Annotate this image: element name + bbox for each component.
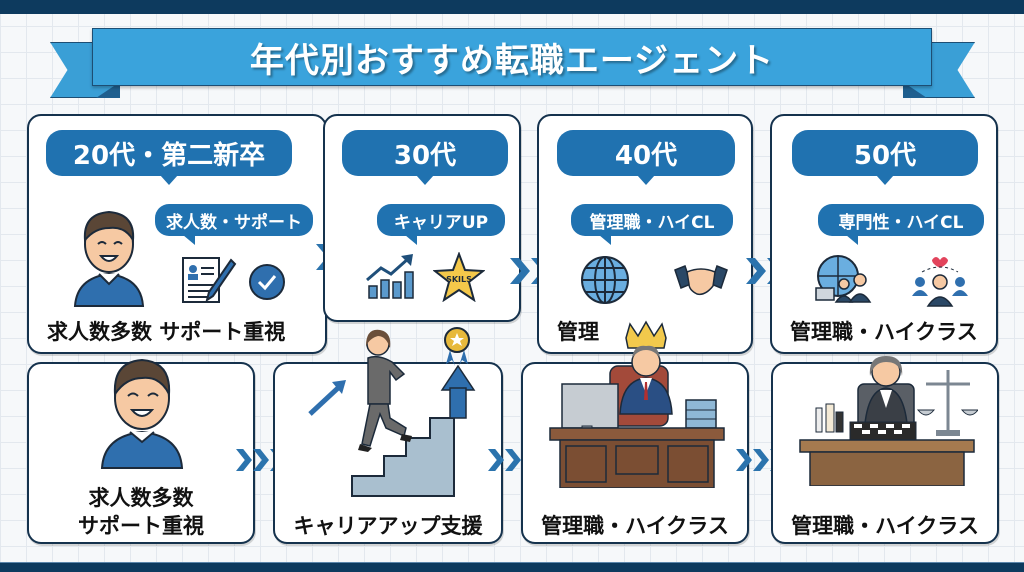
title-ribbon: 年代別おすすめ転職エージェント	[92, 28, 932, 86]
card-30s-top: 30代 キャリアUP SKILS	[323, 114, 521, 322]
star-label: SKILS	[446, 275, 472, 284]
executive-with-crown-icon	[549, 320, 725, 488]
tag-text: 求人数・サポート	[166, 212, 302, 233]
age-label-40s: 40代	[557, 130, 735, 185]
bottom-footer-bar	[0, 562, 1024, 572]
handshake-icon	[674, 265, 728, 296]
tag-text: 管理職・ハイCL	[589, 212, 715, 233]
growth-chart-icon	[366, 254, 414, 299]
skills-star-icon: SKILS	[433, 252, 485, 302]
tag-text: 専門性・ハイCL	[838, 212, 964, 233]
caption-20s-line1: 求人数多数	[88, 486, 194, 510]
age-label-20s: 20代・第二新卒	[46, 130, 292, 185]
smiling-young-man-icon	[100, 358, 184, 469]
caption-40s-bottom: 管理職・ハイクラス	[541, 514, 729, 538]
senior-woman-chess-desk-icon	[799, 356, 978, 486]
age-label-text: 20代・第二新卒	[72, 140, 266, 171]
checkmark-circle-icon	[249, 264, 285, 300]
global-team-icon	[815, 255, 872, 303]
caption-20s-line2: サポート重視	[78, 514, 204, 538]
caption-40s: 管理	[557, 320, 599, 344]
caption-30s-bottom: キャリアアップ支援	[293, 514, 483, 538]
age-label-text: 40代	[614, 140, 678, 171]
tag-50s: 専門性・ハイCL	[818, 204, 984, 245]
globe-icon	[581, 256, 629, 304]
card-20s-top: 20代・第二新卒 求人数・サポート 求人数多数 サポート重視	[27, 114, 327, 354]
top-header-bar	[0, 0, 1024, 14]
caption-50s: 管理職・ハイクラス	[790, 320, 978, 344]
tag-30s: キャリアUP	[377, 204, 505, 245]
page-title: 年代別おすすめ転職エージェント	[249, 40, 775, 81]
network-people-icon	[912, 257, 968, 307]
tag-text: キャリアUP	[393, 212, 489, 233]
card-40s-top: 40代 管理職・ハイCL 管理	[537, 114, 753, 354]
tag-40s: 管理職・ハイCL	[571, 204, 733, 245]
age-label-50s: 50代	[792, 130, 978, 185]
age-label-text: 30代	[393, 140, 457, 171]
card-50s-top: 50代 専門性・ハイCL 管理職・ハイクラス	[770, 114, 998, 354]
tag-20s: 求人数・サポート	[155, 204, 313, 245]
age-label-text: 50代	[853, 140, 917, 171]
age-label-30s: 30代	[342, 130, 508, 185]
resume-pen-icon	[182, 257, 237, 303]
young-man-avatar-icon	[73, 210, 145, 307]
caption-20s: 求人数多数 サポート重視	[47, 320, 286, 344]
woman-climbing-stairs-icon	[308, 327, 476, 497]
caption-50s-bottom: 管理職・ハイクラス	[791, 514, 979, 538]
